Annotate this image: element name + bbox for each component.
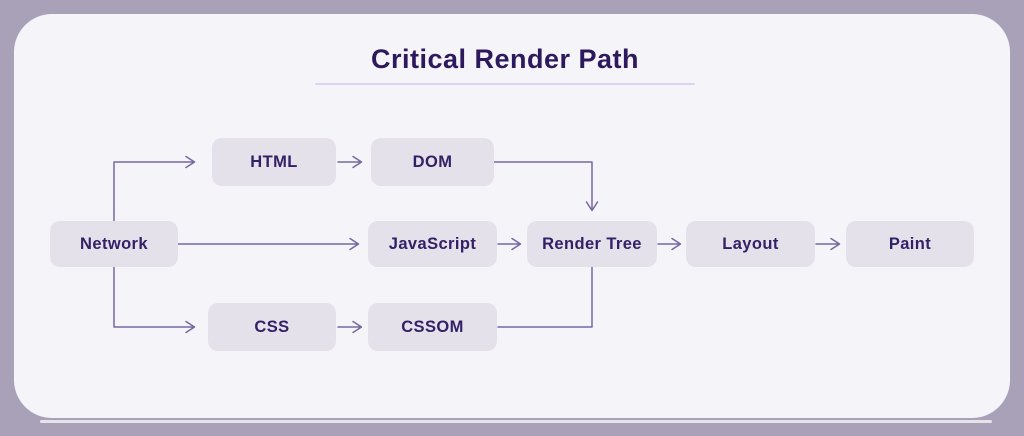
node-javascript: JavaScript (368, 221, 497, 267)
connector-html-dom (337, 155, 363, 169)
node-layout-label: Layout (722, 234, 779, 253)
connector-cssom-render-tree (497, 266, 593, 328)
connector-javascript-render-tree (497, 237, 522, 251)
node-render-tree: Render Tree (527, 221, 657, 267)
node-javascript-label: JavaScript (388, 234, 477, 253)
node-layout: Layout (686, 221, 815, 267)
node-html: HTML (212, 138, 336, 186)
node-dom: DOM (371, 138, 494, 186)
node-render-tree-label: Render Tree (542, 234, 642, 253)
page-title: Critical Render Path (370, 44, 640, 74)
node-paint-label: Paint (888, 234, 932, 253)
connector-css-cssom (337, 320, 363, 334)
node-paint: Paint (846, 221, 974, 267)
node-css-label: CSS (254, 317, 290, 336)
node-network-label: Network (80, 234, 148, 253)
connector-dom-render-tree (493, 161, 599, 212)
connector-network-html (113, 155, 196, 222)
node-cssom: CSSOM (368, 303, 497, 351)
node-css: CSS (208, 303, 336, 351)
connector-network-css (113, 266, 196, 334)
connector-render-tree-layout (657, 237, 682, 251)
title-underline (315, 83, 695, 85)
connector-network-javascript (177, 237, 360, 251)
node-html-label: HTML (250, 152, 298, 171)
connector-layout-paint (815, 237, 841, 251)
node-dom-label: DOM (412, 152, 453, 171)
node-cssom-label: CSSOM (401, 317, 464, 336)
node-network: Network (50, 221, 178, 267)
diagram-card (14, 14, 1010, 418)
card-shadow-line (40, 420, 992, 423)
